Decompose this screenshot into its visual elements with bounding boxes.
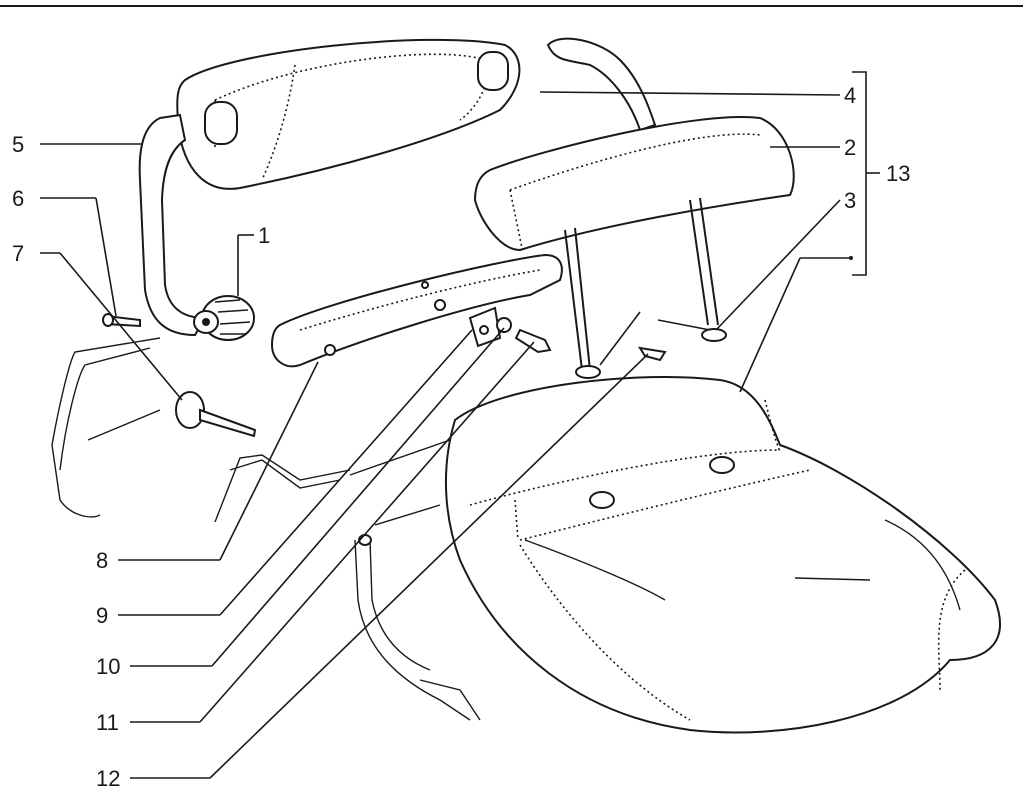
callout-2: 2 [844, 135, 856, 160]
callout-3: 3 [844, 188, 856, 213]
backrest-pad [176, 38, 521, 190]
mounting-bracket [270, 253, 563, 368]
callout-10: 10 [96, 654, 120, 679]
passenger-backrest [473, 116, 795, 371]
callout-6: 6 [12, 186, 24, 211]
callout-12: 12 [96, 766, 120, 791]
callout-7: 7 [12, 241, 24, 266]
callout-4: 4 [844, 83, 856, 108]
callout-8: 8 [96, 548, 108, 573]
seat [444, 376, 1001, 734]
screw-6 [102, 313, 141, 328]
callout-13: 13 [886, 161, 910, 186]
knob-7 [175, 391, 257, 438]
clip-12 [637, 346, 667, 362]
washers-3 [575, 328, 727, 379]
callout-11: 11 [96, 710, 119, 735]
grab-handle-left [138, 113, 255, 341]
leader-lines [40, 71, 880, 779]
callout-5: 5 [12, 132, 24, 157]
small-plate [468, 306, 512, 348]
callout-1: 1 [258, 223, 270, 248]
side-body-panel [51, 337, 481, 721]
callout-9: 9 [96, 603, 108, 628]
screw-11 [514, 328, 552, 354]
grab-handle-right [546, 37, 657, 132]
